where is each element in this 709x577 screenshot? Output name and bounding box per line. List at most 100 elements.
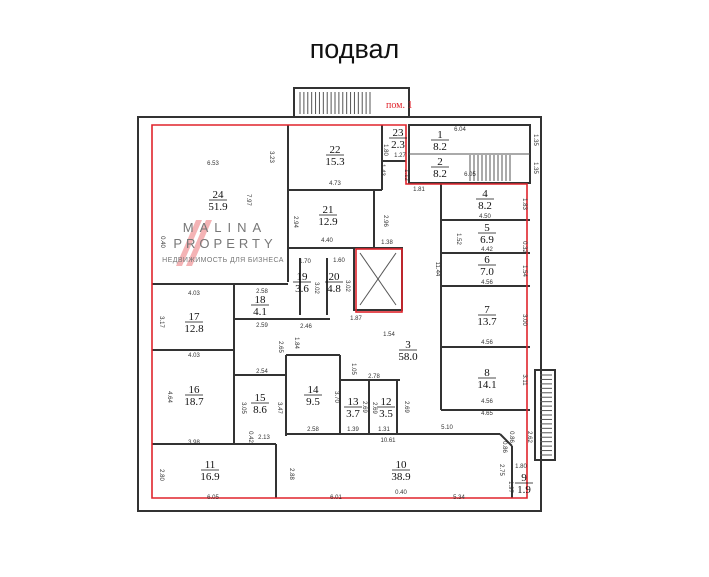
dimension-label: 10.61 (380, 438, 396, 444)
dimension-label: 1.39 (347, 427, 359, 433)
room-number: 2 (437, 156, 443, 168)
dimension-label: 6.04 (454, 127, 466, 133)
room-number: 17 (189, 311, 201, 323)
room-number: 18 (255, 294, 267, 306)
room-number: 23 (393, 127, 405, 139)
dimension-label: 3.98 (188, 440, 200, 446)
room-number: 20 (329, 271, 341, 283)
dimension-label: 1.60 (333, 258, 345, 264)
dimension-label: 6.53 (207, 161, 219, 167)
room-12: 123.5 (377, 396, 395, 420)
dimension-label: 1.35 (532, 162, 538, 174)
room-1: 18.2 (431, 129, 449, 153)
room-number: 3 (405, 339, 411, 351)
room-9: 91.9 (515, 472, 533, 496)
room-number: 8 (484, 367, 490, 379)
dimension-label: 4.03 (188, 291, 200, 297)
room-number: 5 (484, 222, 490, 234)
room-area: 38.9 (391, 471, 411, 483)
room-number: 10 (396, 459, 408, 471)
room-area: 8.2 (478, 200, 492, 212)
room-area: 2.3 (391, 139, 405, 151)
watermark: MALINA PROPERTY НЕДВИЖИМОСТЬ ДЛЯ БИЗНЕСА (162, 220, 284, 266)
room-15: 158.6 (251, 392, 269, 416)
room-area: 4.1 (253, 306, 267, 318)
room-number: 24 (213, 189, 225, 201)
room-area: 7.0 (480, 266, 494, 278)
room-number: 15 (255, 392, 267, 404)
room-8: 814.1 (477, 367, 496, 391)
room-area: 8.6 (253, 404, 267, 416)
dimension-label: 1.87 (350, 316, 362, 322)
dimension-label: 7.97 (245, 194, 251, 206)
dimension-label: 1.54 (383, 332, 395, 338)
room-23: 232.3 (389, 127, 407, 151)
dimension-label: 1.84 (293, 337, 299, 349)
dimension-label: 6.05 (464, 172, 476, 178)
room-18: 184.1 (251, 294, 269, 318)
room-area: 8.2 (433, 168, 447, 180)
dimension-label: 1.80 (382, 144, 388, 156)
dimension-label: 2.69 (403, 401, 409, 413)
dimension-label: 4.42 (481, 247, 493, 253)
dimension-label: 1.52 (455, 233, 461, 245)
dimension-label: 2.69 (361, 401, 367, 413)
dimension-label: 2.58 (307, 427, 319, 433)
dimension-label: 3.02 (313, 282, 319, 294)
dimension-label: 2.59 (256, 323, 268, 329)
room-number: 12 (381, 396, 392, 408)
dimension-label: 0.86 (501, 441, 507, 453)
room-area: 6.9 (480, 234, 494, 246)
dimension-label: 4.65 (481, 411, 493, 417)
dimension-label: 2.62 (526, 431, 532, 443)
dimension-label: 0.86 (508, 431, 514, 443)
room-6: 67.0 (478, 254, 496, 278)
dimension-label: 4.73 (329, 181, 341, 187)
room-area: 1.9 (517, 484, 531, 496)
room-number: 16 (189, 384, 201, 396)
room-area: 8.2 (433, 141, 447, 153)
dimension-label: 2.94 (292, 216, 298, 228)
room-area: 3.5 (379, 408, 393, 420)
room-4: 48.2 (476, 188, 494, 212)
dimension-label: 1.83 (521, 198, 527, 210)
room-area: 18.7 (184, 396, 204, 408)
dimension-label: 4.56 (481, 340, 493, 346)
room-19: 193.6 (293, 271, 311, 295)
dimension-label: 4.50 (479, 214, 491, 220)
dimension-label: 2.54 (256, 369, 268, 375)
dimension-label: 4.03 (188, 353, 200, 359)
dimension-label: 2.13 (258, 435, 270, 441)
dimension-label: 5.34 (453, 495, 465, 501)
room-20: 204.8 (325, 271, 343, 295)
dimension-label: 0.42 (247, 431, 253, 443)
dimension-label: 3.00 (521, 314, 527, 326)
dimension-label: 3.23 (268, 151, 274, 163)
dimension-label: 0.40 (395, 490, 407, 496)
dimension-label: 4.40 (321, 238, 333, 244)
room-number: 19 (297, 271, 309, 283)
room-area: 14.1 (477, 379, 496, 391)
dimension-label: 1.43 (379, 164, 385, 176)
room-area: 4.8 (327, 283, 341, 295)
room-number: 22 (330, 144, 341, 156)
room-area: 13.7 (477, 316, 497, 328)
dimension-label: 2.80 (158, 469, 164, 481)
dimension-label: 2.65 (277, 341, 283, 353)
dimension-label: 2.96 (382, 215, 388, 227)
watermark-tagline: НЕДВИЖИМОСТЬ ДЛЯ БИЗНЕСА (162, 257, 284, 264)
dimension-label: 5.10 (441, 425, 453, 431)
room-area: 9.5 (306, 396, 320, 408)
room-number: 1 (437, 129, 443, 141)
elevator-outline (355, 248, 403, 313)
dimension-label: 6.05 (207, 495, 219, 501)
dimension-label: 3.47 (276, 402, 282, 414)
room-area: 3.7 (346, 408, 360, 420)
room-2: 28.2 (431, 156, 449, 180)
room-5: 56.9 (478, 222, 496, 246)
dimension-label: 1.38 (381, 240, 393, 246)
